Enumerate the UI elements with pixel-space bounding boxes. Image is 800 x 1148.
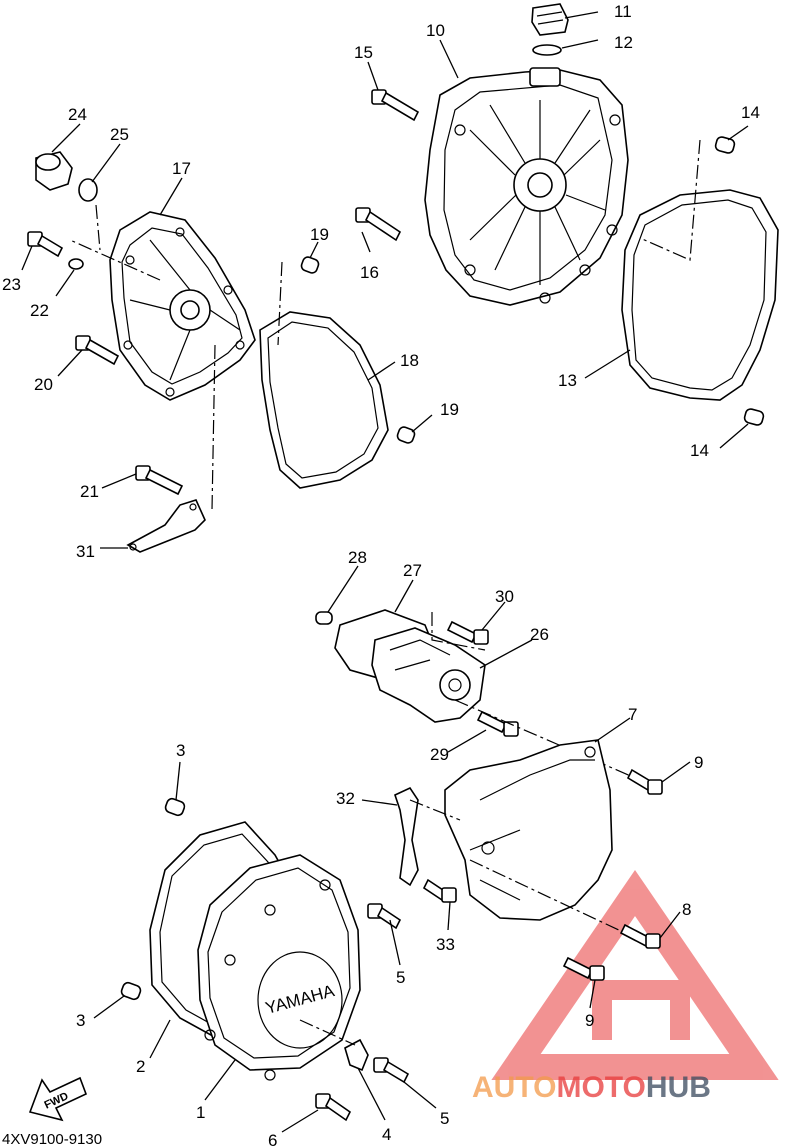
callout-19: 19	[310, 225, 329, 244]
gasket-18	[259, 311, 389, 489]
watermark-logo	[491, 869, 779, 1080]
bolt-21	[135, 465, 184, 496]
leader-lines	[21, 11, 749, 1133]
o-ring-12	[532, 44, 562, 56]
callout-14: 14	[741, 103, 760, 122]
callout-20: 20	[34, 375, 53, 394]
plug-24	[35, 151, 73, 191]
callout-15: 15	[354, 43, 373, 62]
washer-22	[68, 258, 84, 270]
callout-2: 2	[136, 1057, 145, 1076]
callout-26: 26	[530, 625, 549, 644]
callout-31: 31	[76, 542, 95, 561]
bolt-16	[355, 207, 402, 242]
callout-18: 18	[400, 351, 419, 370]
bolt-9a	[626, 768, 663, 795]
bracket-31	[126, 499, 206, 553]
crankcase-cover-10	[424, 67, 629, 306]
bolt-8	[619, 923, 661, 949]
callout-6: 6	[268, 1131, 277, 1148]
callout-13: 13	[558, 371, 577, 390]
bolt-20	[75, 335, 120, 366]
dowel-pin-3b	[120, 981, 142, 1001]
callout-9: 9	[694, 753, 703, 772]
oil-pump-26	[371, 627, 486, 723]
callout-10: 10	[426, 21, 445, 40]
callout-7: 7	[628, 705, 637, 724]
o-ring-25	[78, 178, 98, 202]
bracket-32	[394, 786, 419, 887]
fwd-arrow-icon	[28, 1076, 88, 1122]
bolt-33	[422, 878, 457, 903]
bolt-9b	[562, 956, 605, 981]
bolt-29	[476, 710, 519, 737]
cover-17	[109, 211, 256, 401]
bolt-15	[371, 89, 420, 122]
callout-28: 28	[348, 548, 367, 567]
watermark-text: AUTOMOTOHUB	[472, 1071, 711, 1104]
callout-1: 1	[196, 1103, 205, 1122]
bolt-30	[446, 620, 489, 645]
callout-30: 30	[495, 587, 514, 606]
callout-labels: 11 12 10 15 14 24 25 17 19 16 23 22 20 1…	[2, 2, 760, 1148]
callout-5: 5	[396, 968, 405, 987]
callout-14b: 14	[690, 441, 709, 460]
bolt-23	[27, 231, 64, 258]
dowel-pin-28	[315, 611, 333, 625]
watermark-hub: HUB	[646, 1071, 711, 1104]
callout-32: 32	[336, 789, 355, 808]
bolt-5b	[373, 1057, 410, 1084]
callout-3: 3	[176, 741, 185, 760]
oil-filler-cap-11	[531, 3, 569, 36]
callout-33: 33	[436, 935, 455, 954]
callout-24: 24	[68, 105, 87, 124]
bolt-6	[315, 1093, 352, 1122]
callout-29: 29	[430, 745, 449, 764]
bolt-5a	[367, 903, 402, 930]
gasket-13	[621, 189, 779, 401]
callout-23: 23	[2, 275, 21, 294]
callout-22: 22	[30, 301, 49, 320]
callout-8: 8	[682, 900, 691, 919]
callout-12: 12	[614, 33, 633, 52]
dowel-pin-14a	[714, 136, 736, 154]
callout-4: 4	[382, 1125, 391, 1144]
callout-17: 17	[172, 159, 191, 178]
dowel-pin-19a	[300, 256, 320, 274]
dowel-pin-3a	[164, 797, 186, 817]
callout-19b: 19	[440, 400, 459, 419]
watermark-auto: AUTO	[472, 1071, 556, 1104]
clamp-4	[344, 1038, 369, 1072]
callout-25: 25	[110, 125, 129, 144]
callout-9b: 9	[585, 1011, 594, 1030]
callout-16: 16	[360, 263, 379, 282]
cover-1: YAMAHA	[197, 854, 361, 1081]
callout-27: 27	[403, 561, 422, 580]
cover-7	[444, 739, 613, 921]
callout-21: 21	[80, 482, 99, 501]
watermark-moto: MOTO	[556, 1071, 645, 1104]
diagram-code: 4XV9100-9130	[2, 1131, 102, 1148]
callout-5b: 5	[440, 1109, 449, 1128]
callout-11: 11	[614, 2, 632, 21]
dowel-pin-14b	[743, 408, 765, 426]
callout-3b: 3	[76, 1011, 85, 1030]
dowel-pin-19b	[396, 426, 416, 444]
